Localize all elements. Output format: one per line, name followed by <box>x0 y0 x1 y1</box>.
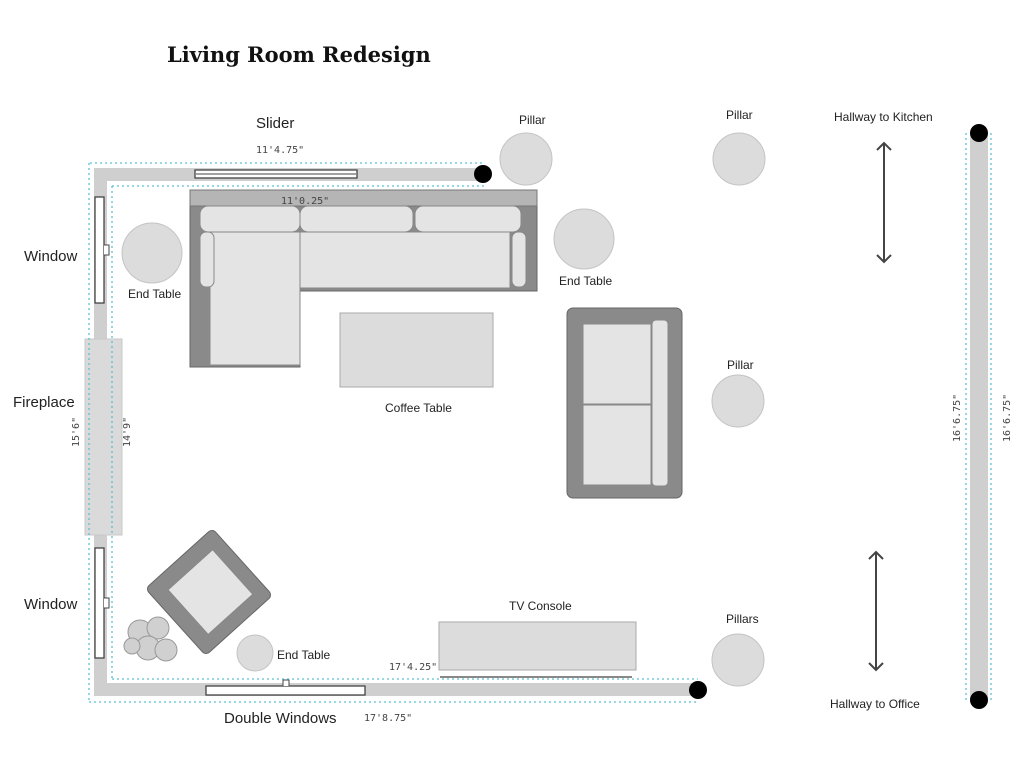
end-table-bottom <box>236 634 274 672</box>
hallway-office-label: Hallway to Office <box>830 697 920 711</box>
dimension-right-right: 16'6.75" <box>1002 394 1013 442</box>
sectional-sofa <box>189 189 538 368</box>
bottom-wall <box>95 683 700 696</box>
pillar-label: Pillar <box>726 108 753 122</box>
tv-console-label: TV Console <box>509 599 572 613</box>
window-top <box>94 196 105 304</box>
dimension-left-inner: 14'9" <box>122 417 133 447</box>
double-windows-label: Double Windows <box>224 710 337 727</box>
pillar-label: Pillar <box>519 113 546 127</box>
pillar <box>712 132 766 186</box>
wall-end-dot <box>689 681 707 699</box>
loveseat <box>566 307 683 499</box>
double-windows <box>205 685 366 696</box>
end-table-left-label: End Table <box>128 287 181 301</box>
dimension-lines <box>88 133 992 703</box>
dimension-bottom-inner: 17'4.25" <box>389 662 437 673</box>
window-top-label: Window <box>24 248 78 265</box>
dimension-left-outer: 15'6" <box>71 417 82 447</box>
wall-end-dot <box>474 165 492 183</box>
window-bottom-label: Window <box>24 596 78 613</box>
pillars-label: Pillars <box>726 612 759 626</box>
coffee-table <box>339 312 494 388</box>
pillar <box>711 374 765 428</box>
fireplace <box>84 338 123 536</box>
windows <box>94 169 366 696</box>
dimension-top-outer: 11'4.75" <box>256 145 304 156</box>
dimension-bottom-outer: 17'8.75" <box>364 713 412 724</box>
page-title: Living Room Redesign <box>167 42 431 67</box>
wall-end-dot <box>970 691 988 709</box>
fireplace-label: Fireplace <box>13 394 75 411</box>
dimension-right-left: 16'6.75" <box>952 394 963 442</box>
coffee-table-label: Coffee Table <box>385 401 452 415</box>
window-bottom <box>94 547 105 659</box>
plant-icon <box>123 616 178 662</box>
hallway-kitchen-label: Hallway to Kitchen <box>834 110 933 124</box>
end-table-bottom-label: End Table <box>277 648 330 662</box>
end-table-left <box>121 222 183 284</box>
wall-end-dot <box>970 124 988 142</box>
end-table-right-label: End Table <box>559 274 612 288</box>
pillar <box>499 132 553 186</box>
dimension-top-inner: 11'0.25" <box>281 196 329 207</box>
pillar-label: Pillar <box>727 358 754 372</box>
tv-console <box>438 621 637 671</box>
hallway-kitchen-arrow-icon <box>876 141 892 264</box>
end-table-right <box>553 208 615 270</box>
pillar <box>711 633 765 687</box>
right-wall <box>970 133 988 700</box>
slider-label: Slider <box>256 115 294 132</box>
hallway-office-arrow-icon <box>868 550 884 672</box>
armchair <box>147 530 271 654</box>
